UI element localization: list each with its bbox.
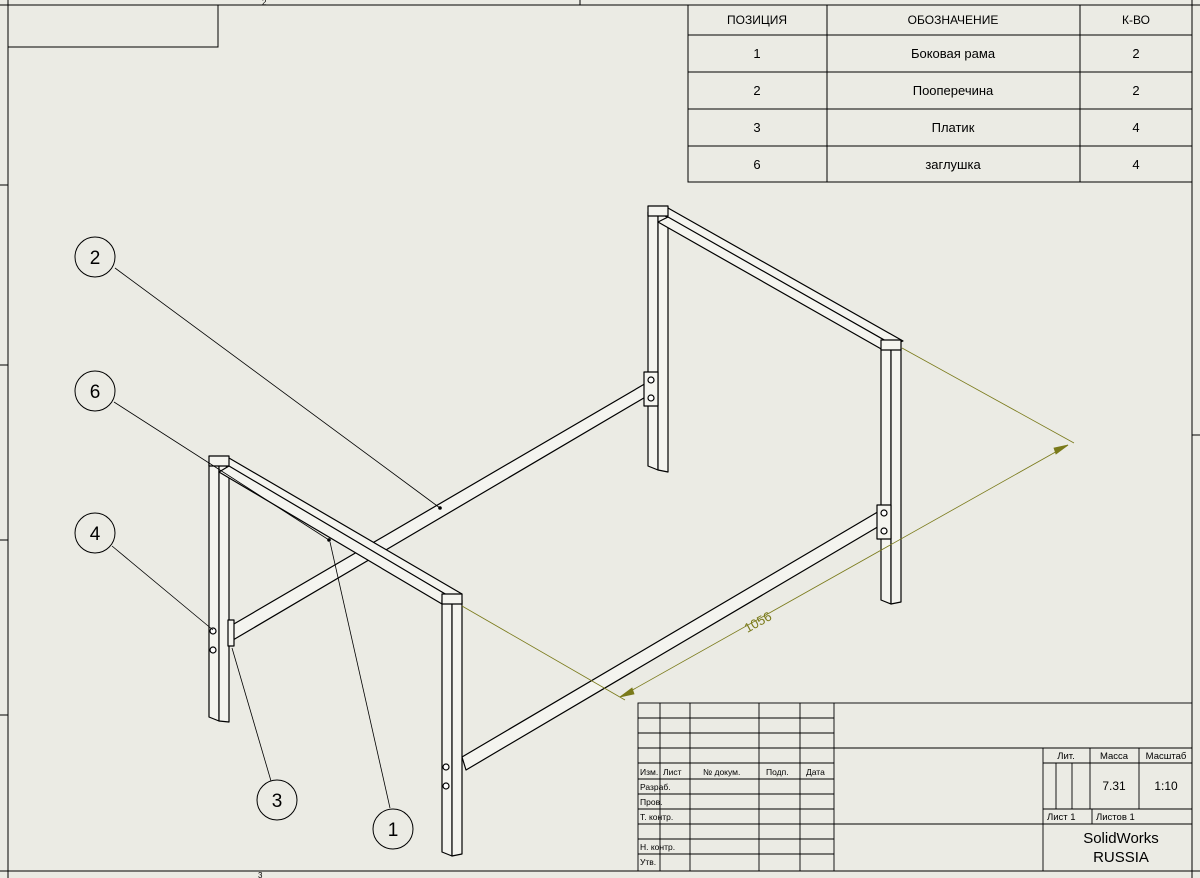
tb-row-tech-control: Т. контр. [640,812,673,822]
corner-stamp-box [7,4,219,48]
front-right-post-side [451,595,463,857]
plate-front-upper [227,619,235,647]
bom-row-position: 2 [753,83,760,98]
back-left-post-side [657,211,669,473]
bom-row-quantity: 2 [1132,83,1139,98]
back-left-post-cap [647,205,669,217]
bom-header-quantity: К-ВО [1122,13,1150,27]
tb-row-developer: Разраб. [640,782,671,792]
bom-header-position: ПОЗИЦИЯ [727,13,787,27]
frame-assembly [208,205,904,857]
back-right-post [880,343,892,605]
bom-row-designation: Пооперечина [913,83,994,98]
bom-row-designation: заглушка [925,157,981,172]
tb-company-line2: RUSSIA [1093,849,1149,866]
balloon-2[interactable]: 2 [74,236,116,278]
bolt-icon [647,376,655,384]
front-right-post-cap [441,593,463,605]
bolt-icon [880,509,888,517]
bom-row-quantity: 4 [1132,157,1139,172]
bolt-icon [209,646,217,654]
bom-row-position: 1 [753,46,760,61]
dimension-1056[interactable] [461,347,1075,701]
tb-company-line1: SolidWorks [1083,830,1159,847]
front-left-post-side [218,461,230,723]
balloon-4[interactable]: 4 [74,512,116,554]
balloon-label: 3 [272,791,283,812]
front-left-post [208,461,220,722]
tb-scale-label: Масштаб [1146,751,1187,762]
tb-scale-value: 1:10 [1154,779,1178,793]
tb-sheet-label: Лист 1 [1047,812,1076,823]
leaders [111,267,441,809]
balloon-3[interactable]: 3 [256,779,298,821]
tb-mass-value: 7.31 [1102,779,1126,793]
tb-col-izm: Изм. [640,767,658,777]
balloon-label: 2 [90,248,101,269]
bolt-icon [442,782,450,790]
bom-table: ПОЗИЦИЯ ОБОЗНАЧЕНИЕ К-ВО 1 Боковая рама … [687,4,1193,183]
back-right-post-side [890,343,902,605]
bom-row-quantity: 4 [1132,120,1139,135]
bolt-icon [880,527,888,535]
bolt-icon [209,627,217,635]
balloon-label: 6 [90,382,101,403]
tb-col-sign: Подп. [766,767,789,777]
tb-row-norm-control: Н. контр. [640,842,675,852]
tb-col-doc: № докум. [703,767,740,777]
tb-lit-label: Лит. [1057,751,1074,762]
bom-row-designation: Боковая рама [911,46,996,61]
tb-col-list: Лист [663,767,682,777]
bom-row-position: 6 [753,157,760,172]
back-left-post [647,211,659,471]
bom-row-position: 3 [753,120,760,135]
tb-row-checked: Пров. [640,797,662,807]
tb-row-approved: Утв. [640,857,656,867]
border-zone-bottom: 3 [258,871,263,878]
title-block [637,702,1193,872]
tb-sheets-label: Листов 1 [1096,812,1135,823]
tb-mass-label: Масса [1100,751,1129,762]
border-zone-top: 2 [262,0,267,7]
front-left-post-cap [208,455,230,467]
front-right-post [441,595,453,857]
balloon-label: 4 [90,524,101,545]
back-right-post-cap [880,339,902,351]
tb-col-date: Дата [806,767,825,777]
bolt-icon [442,763,450,771]
bom-header-designation: ОБОЗНАЧЕНИЕ [908,13,999,27]
bom-row-designation: Платик [932,120,975,135]
balloon-1[interactable]: 1 [372,808,414,850]
balloon-label: 1 [388,820,399,841]
bom-row-quantity: 2 [1132,46,1139,61]
bolt-icon [647,394,655,402]
balloon-6[interactable]: 6 [74,370,116,412]
